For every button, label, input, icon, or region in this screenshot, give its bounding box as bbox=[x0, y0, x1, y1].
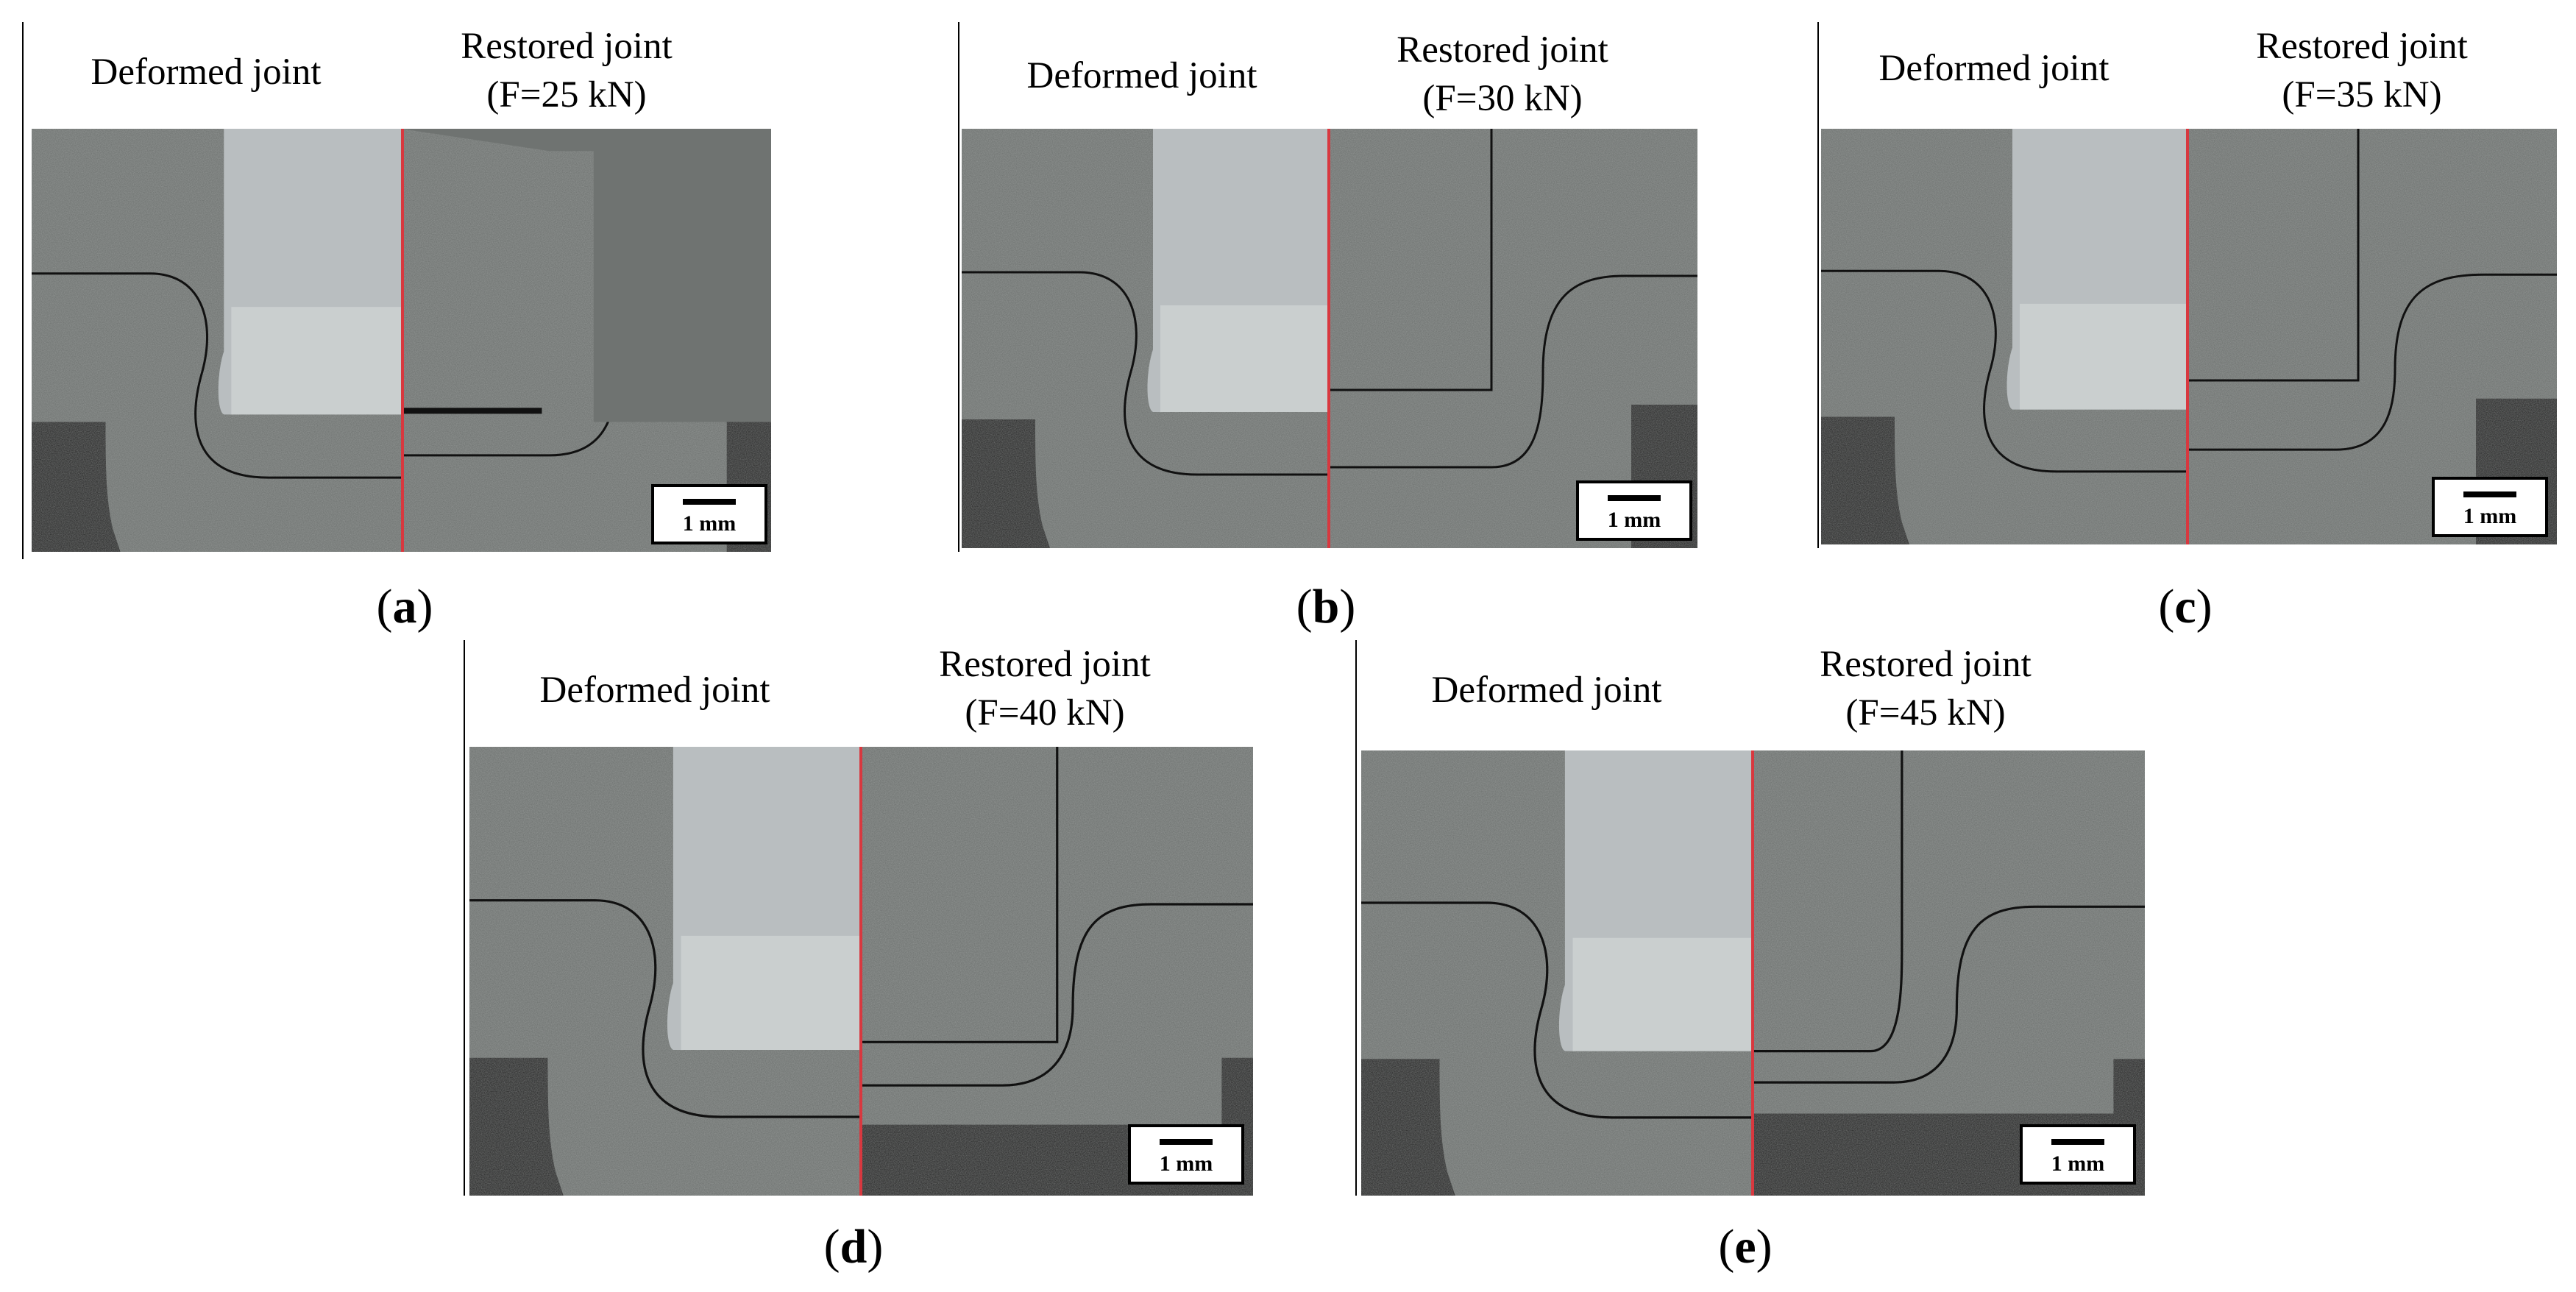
scale-bar: 1 mm bbox=[651, 484, 767, 544]
restored-joint-title: Restored joint bbox=[939, 644, 1151, 685]
panel-border bbox=[22, 22, 24, 559]
deformed-joint-title: Deformed joint bbox=[1878, 48, 2110, 89]
force-label: (F=35 kN) bbox=[2282, 74, 2442, 116]
force-label: (F=25 kN) bbox=[486, 74, 647, 116]
deformed-joint-title: Deformed joint bbox=[539, 670, 770, 711]
divider-line bbox=[1327, 129, 1330, 548]
panel-e: Deformed joint Restored joint (F=45 kN) … bbox=[1355, 640, 2150, 1288]
restored-joint-title: Restored joint bbox=[2256, 26, 2468, 67]
force-label: (F=45 kN) bbox=[1845, 692, 2006, 734]
caption-c: (c) bbox=[2158, 580, 2213, 633]
scale-bar: 1 mm bbox=[1128, 1124, 1244, 1185]
panel-border bbox=[958, 22, 959, 552]
panel-b: Deformed joint Restored joint (F=30 kN) … bbox=[958, 22, 1709, 633]
scale-label: 1 mm bbox=[2463, 504, 2517, 528]
force-label: (F=30 kN) bbox=[1422, 78, 1583, 119]
caption-b: (b) bbox=[1296, 580, 1356, 633]
micrograph: 1 mm bbox=[32, 129, 771, 552]
caption-d: (d) bbox=[823, 1220, 884, 1274]
panel-d: Deformed joint Restored joint (F=40 kN) … bbox=[464, 640, 1258, 1288]
scale-bar: 1 mm bbox=[2020, 1124, 2136, 1185]
caption-e: (e) bbox=[1718, 1220, 1773, 1274]
deformed-joint-title: Deformed joint bbox=[91, 52, 322, 93]
panel-border bbox=[1355, 640, 1357, 1196]
scale-label: 1 mm bbox=[682, 511, 737, 536]
divider-line bbox=[1751, 750, 1754, 1196]
force-label: (F=40 kN) bbox=[965, 692, 1125, 734]
scale-bar: 1 mm bbox=[1576, 480, 1692, 541]
micrograph: 1 mm bbox=[1361, 750, 2145, 1196]
restored-joint-title: Restored joint bbox=[1397, 29, 1608, 71]
scale-label: 1 mm bbox=[1607, 508, 1661, 532]
deformed-joint-title: Deformed joint bbox=[1026, 55, 1257, 96]
panel-c: Deformed joint Restored joint (F=35 kN) … bbox=[1817, 22, 2568, 633]
restored-joint-title: Restored joint bbox=[461, 26, 673, 67]
divider-line bbox=[859, 747, 862, 1196]
scale-label: 1 mm bbox=[2051, 1151, 2105, 1176]
divider-line bbox=[2186, 129, 2189, 544]
restored-joint-title: Restored joint bbox=[1820, 644, 2032, 685]
micrograph: 1 mm bbox=[962, 129, 1697, 548]
micrograph: 1 mm bbox=[1821, 129, 2557, 544]
deformed-joint-title: Deformed joint bbox=[1431, 670, 1662, 711]
panel-border bbox=[464, 640, 465, 1196]
scale-bar: 1 mm bbox=[2432, 477, 2548, 537]
scale-label: 1 mm bbox=[1159, 1151, 1213, 1176]
caption-a: (a) bbox=[376, 580, 433, 633]
panel-border bbox=[1817, 22, 1819, 548]
micrograph: 1 mm bbox=[469, 747, 1253, 1196]
divider-line bbox=[401, 129, 404, 552]
panel-a: Deformed joint Restored joint (F=25 kN) … bbox=[22, 22, 773, 633]
